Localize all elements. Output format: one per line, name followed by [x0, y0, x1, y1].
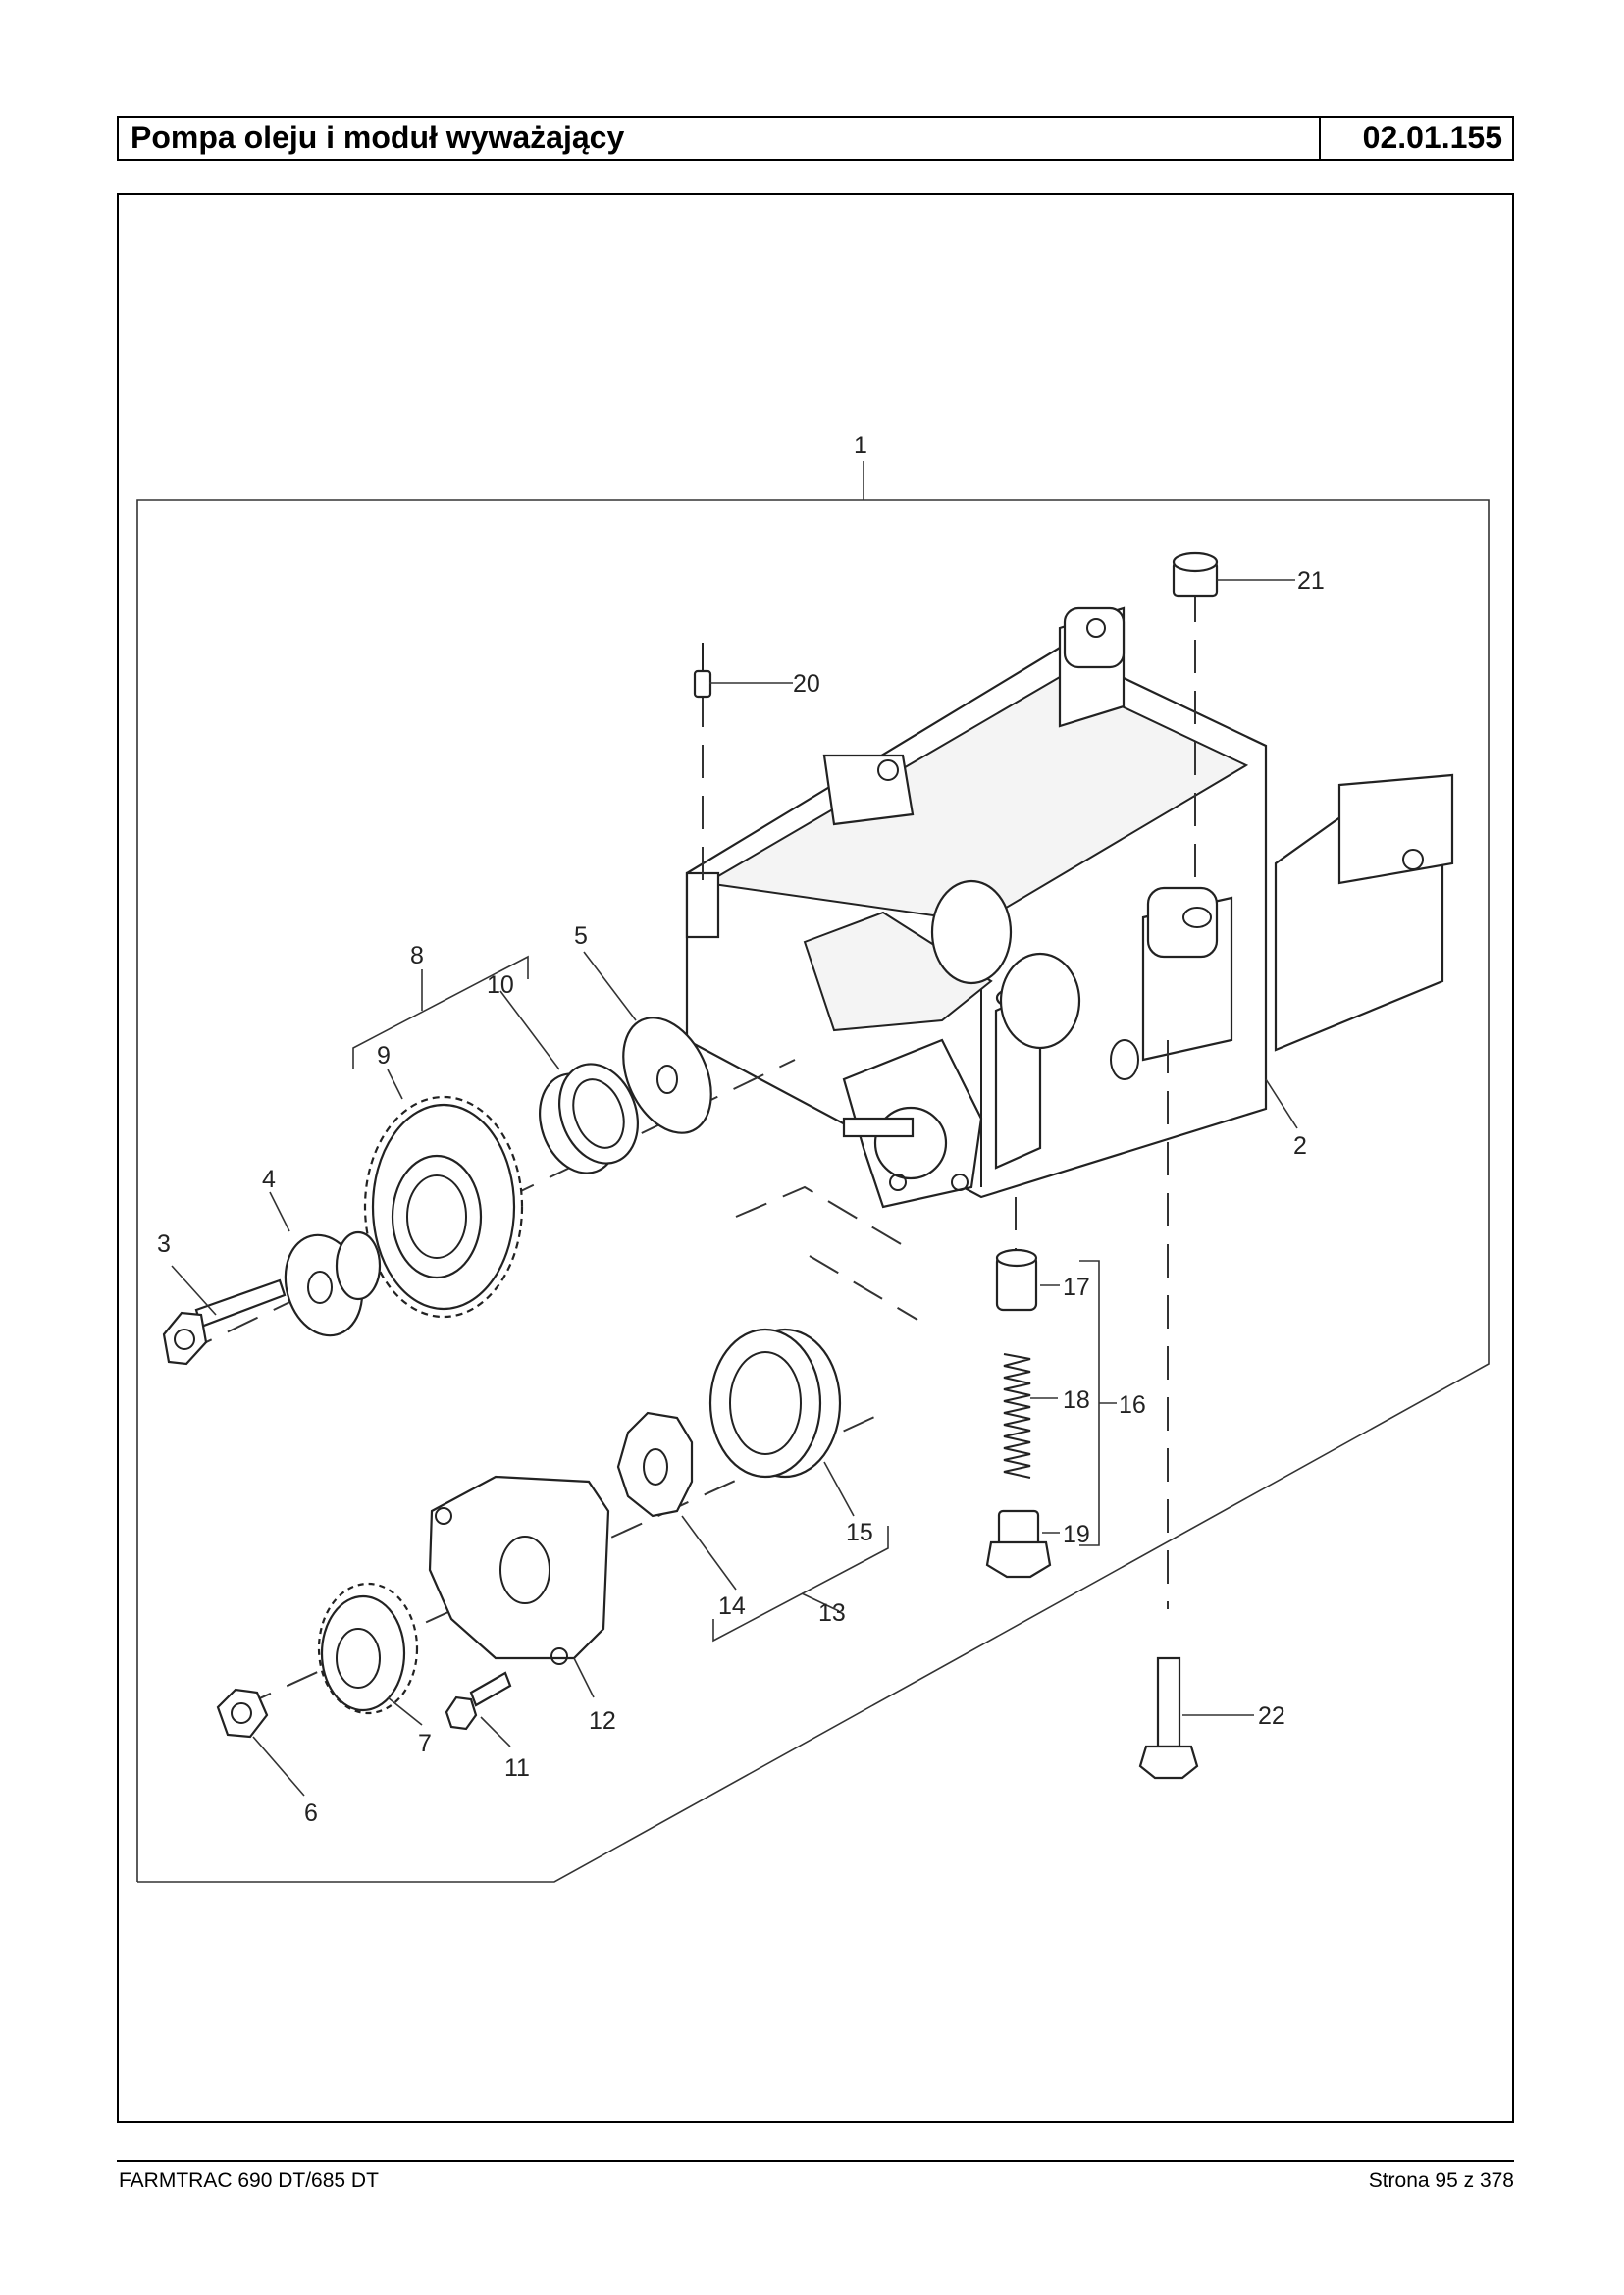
callout-2: 2 — [1293, 1132, 1307, 1160]
callout-12: 12 — [589, 1707, 616, 1735]
diagram-frame — [117, 193, 1514, 2123]
footer-divider — [117, 2160, 1514, 2162]
callout-8: 8 — [410, 942, 424, 969]
callout-3: 3 — [157, 1230, 171, 1258]
callout-17: 17 — [1063, 1274, 1090, 1301]
bushing — [1172, 551, 1219, 598]
callout-18: 18 — [1063, 1386, 1090, 1414]
callout-10: 10 — [487, 971, 514, 999]
cover-screw — [445, 1671, 512, 1731]
callout-15: 15 — [846, 1519, 873, 1546]
housing-bolt — [1138, 1656, 1199, 1780]
assembly-boundary — [136, 461, 1490, 1883]
callout-11: 11 — [504, 1754, 530, 1782]
callout-13: 13 — [818, 1599, 846, 1627]
inner-rotor — [616, 1411, 694, 1518]
bearing-ring — [539, 1063, 639, 1174]
gear-bolt — [162, 1278, 287, 1366]
callout-labels: 1 2 3 4 5 6 7 8 9 10 11 12 13 14 15 16 1… — [157, 432, 1325, 1827]
page-title: Pompa oleju i moduł wyważający — [119, 118, 1321, 159]
hex-nut — [216, 1688, 269, 1739]
pump-drive-gear — [317, 1582, 419, 1715]
callout-21: 21 — [1297, 567, 1325, 595]
callout-9: 9 — [377, 1042, 391, 1069]
callout-20: 20 — [793, 670, 820, 698]
relief-valve — [985, 1248, 1052, 1579]
balancer-housing — [685, 606, 1454, 1209]
footer-model: FARMTRAC 690 DT/685 DT — [119, 2169, 379, 2192]
callout-19: 19 — [1063, 1521, 1090, 1548]
group-brackets — [352, 955, 1117, 1643]
callout-14: 14 — [718, 1592, 746, 1620]
callout-7: 7 — [418, 1730, 432, 1757]
callout-22: 22 — [1258, 1702, 1285, 1730]
outer-rotor — [708, 1328, 842, 1479]
page-header: Pompa oleju i moduł wyważający 02.01.155 — [117, 116, 1514, 161]
section-code: 02.01.155 — [1362, 120, 1502, 155]
footer-page-number: Strona 95 z 378 — [1368, 2169, 1514, 2192]
callout-16: 16 — [1119, 1391, 1146, 1419]
flanged-washer — [284, 1230, 382, 1337]
balancer-gear — [363, 1095, 524, 1319]
thrust-washer — [622, 1017, 712, 1134]
callout-6: 6 — [304, 1799, 318, 1827]
callout-5: 5 — [574, 922, 588, 950]
pump-cover — [428, 1475, 610, 1665]
leader-lines — [171, 579, 1298, 1797]
callout-1: 1 — [854, 432, 867, 459]
dowel-pin — [693, 643, 712, 699]
callout-4: 4 — [262, 1166, 276, 1193]
